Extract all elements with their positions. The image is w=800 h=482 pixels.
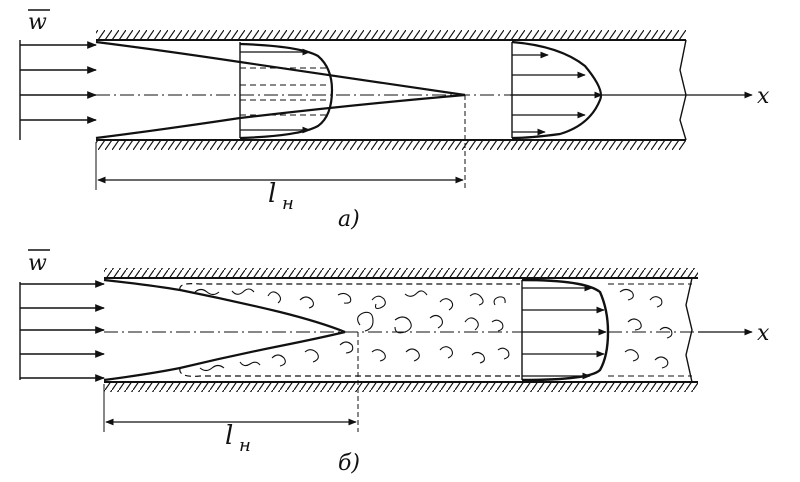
- entrance-length-dimension-b: l н: [103, 332, 359, 456]
- svg-text:x: x: [757, 321, 770, 346]
- svg-text:w: w: [28, 10, 47, 35]
- svg-text:н: н: [239, 435, 251, 456]
- turbulent-region-lower-b: [179, 367, 520, 377]
- svg-text:x: x: [757, 84, 770, 109]
- svg-text:l: l: [268, 179, 276, 209]
- svg-text:l: l: [225, 421, 233, 451]
- panel-a: w x: [19, 9, 770, 232]
- svg-text:н: н: [282, 193, 294, 214]
- inlet-velocity-label-a: w: [28, 9, 50, 35]
- pipe-top-wall-hatch-b: [104, 268, 698, 278]
- turbulent-eddies-b: [194, 288, 673, 372]
- entrance-length-dimension-a: l н: [95, 95, 466, 214]
- boundary-layer-upper-b: [103, 278, 346, 334]
- pipe-top-wall-hatch-a: [96, 30, 686, 40]
- caption-b: б): [338, 451, 360, 476]
- inlet-velocity-profile-b: [19, 280, 105, 382]
- pipe-break-b: [685, 277, 693, 383]
- turbulent-region-upper-b: [179, 283, 520, 291]
- boundary-layer-lower-b: [103, 330, 346, 382]
- developed-profile-a: [511, 40, 603, 140]
- boundary-layer-lower-a: [95, 93, 466, 140]
- inlet-velocity-label-b: w: [28, 249, 50, 276]
- caption-a: а): [338, 207, 360, 232]
- panel-b: w: [19, 249, 770, 476]
- boundary-layer-upper-a: [95, 40, 466, 97]
- svg-text:w: w: [28, 251, 47, 276]
- developed-profile-b: [521, 278, 610, 382]
- pipe-break-a: [679, 39, 687, 141]
- developing-profile-a: [239, 42, 334, 140]
- pipe-bottom-wall-hatch-b: [104, 382, 698, 392]
- inlet-velocity-profile-a: [19, 40, 97, 140]
- pipe-bottom-wall-hatch-a: [96, 140, 686, 150]
